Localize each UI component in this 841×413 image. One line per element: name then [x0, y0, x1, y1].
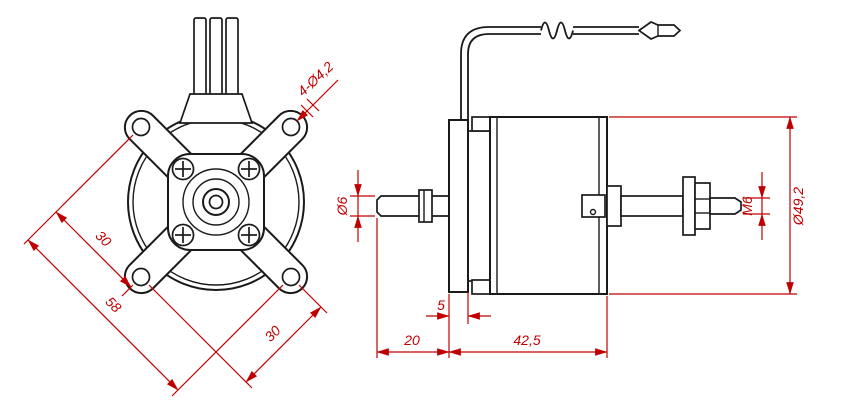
- dim-30-left: 30: [55, 211, 132, 288]
- dim-label: 42,5: [513, 332, 540, 348]
- front-view: 4-Ø4,2 30 58 30: [23, 17, 339, 397]
- stator-step-bottom: [471, 279, 491, 295]
- stator-holder: [467, 130, 491, 282]
- motor-wire: [460, 21, 682, 120]
- mount-hole: [131, 117, 151, 137]
- hole-callout-label: 4-Ø4,2: [294, 58, 336, 99]
- connector-pin: [193, 17, 207, 97]
- mount-flange-plate: [448, 119, 469, 293]
- prop-washer: [682, 176, 696, 236]
- dim-label: 20: [403, 332, 420, 348]
- threaded-tip: [709, 197, 742, 215]
- mount-hole: [281, 117, 301, 137]
- extension-line: [23, 134, 134, 245]
- connector-neck: [178, 93, 254, 124]
- wire-coil-squiggle: [540, 21, 574, 40]
- mount-hole: [281, 267, 301, 287]
- setscrew-hole: [589, 208, 597, 216]
- shaft-boss: [606, 185, 622, 227]
- dim-hole-callout: 4-Ø4,2: [294, 58, 339, 122]
- bearing-housing: [581, 194, 606, 218]
- dim-label: Ø6: [334, 196, 350, 216]
- collar-body: [418, 189, 433, 223]
- mount-hole: [131, 267, 151, 287]
- extension-line: [148, 284, 253, 389]
- dim-label: 5: [437, 297, 445, 313]
- bullet-connector: [637, 21, 682, 40]
- dimension-line: [55, 211, 132, 288]
- dim-flange-thickness: 5: [426, 292, 491, 358]
- leader-tick: [306, 98, 320, 112]
- dim-shaft-diameter: Ø6: [334, 170, 375, 242]
- dim-body-length: 42,5: [448, 296, 608, 358]
- shaft-end: [208, 194, 224, 210]
- dim-label: Ø49,2: [790, 187, 806, 226]
- leader-line: [296, 79, 339, 122]
- wire-line: [467, 33, 541, 120]
- dimension-line: [27, 239, 179, 391]
- dim-label: 58: [102, 293, 124, 315]
- dim-body-diameter: Ø49,2: [609, 116, 806, 295]
- dim-shaft-length: 20: [376, 218, 450, 358]
- dim-30-right: 30: [245, 306, 322, 383]
- leader-tick: [300, 104, 314, 118]
- connector-pin: [225, 17, 239, 97]
- prop-nut: [694, 182, 711, 230]
- extension-line: [298, 284, 328, 314]
- stator-step-top: [471, 116, 491, 132]
- dim-label: M6: [739, 196, 755, 216]
- rear-shaft: [620, 195, 684, 217]
- dim-label: 30: [261, 322, 283, 344]
- prop-adapter: [606, 176, 742, 236]
- side-view: Ø6 Ø49,2 M6: [334, 21, 806, 358]
- extension-line: [171, 284, 284, 397]
- dim-shaft-thread: M6: [739, 172, 770, 240]
- plate-circle-inner: [192, 178, 240, 226]
- motor-body: [448, 116, 608, 295]
- dim-label: 30: [92, 227, 114, 249]
- dimension-line: [245, 306, 322, 383]
- shaft-collar: [418, 189, 433, 223]
- connector-pin: [209, 17, 223, 97]
- plate-circle-outer: [182, 168, 250, 236]
- front-shaft: [376, 195, 450, 217]
- wire-line: [460, 26, 541, 120]
- motor-connector: [178, 17, 254, 124]
- side-dimensions: Ø6 Ø49,2 M6: [334, 116, 806, 358]
